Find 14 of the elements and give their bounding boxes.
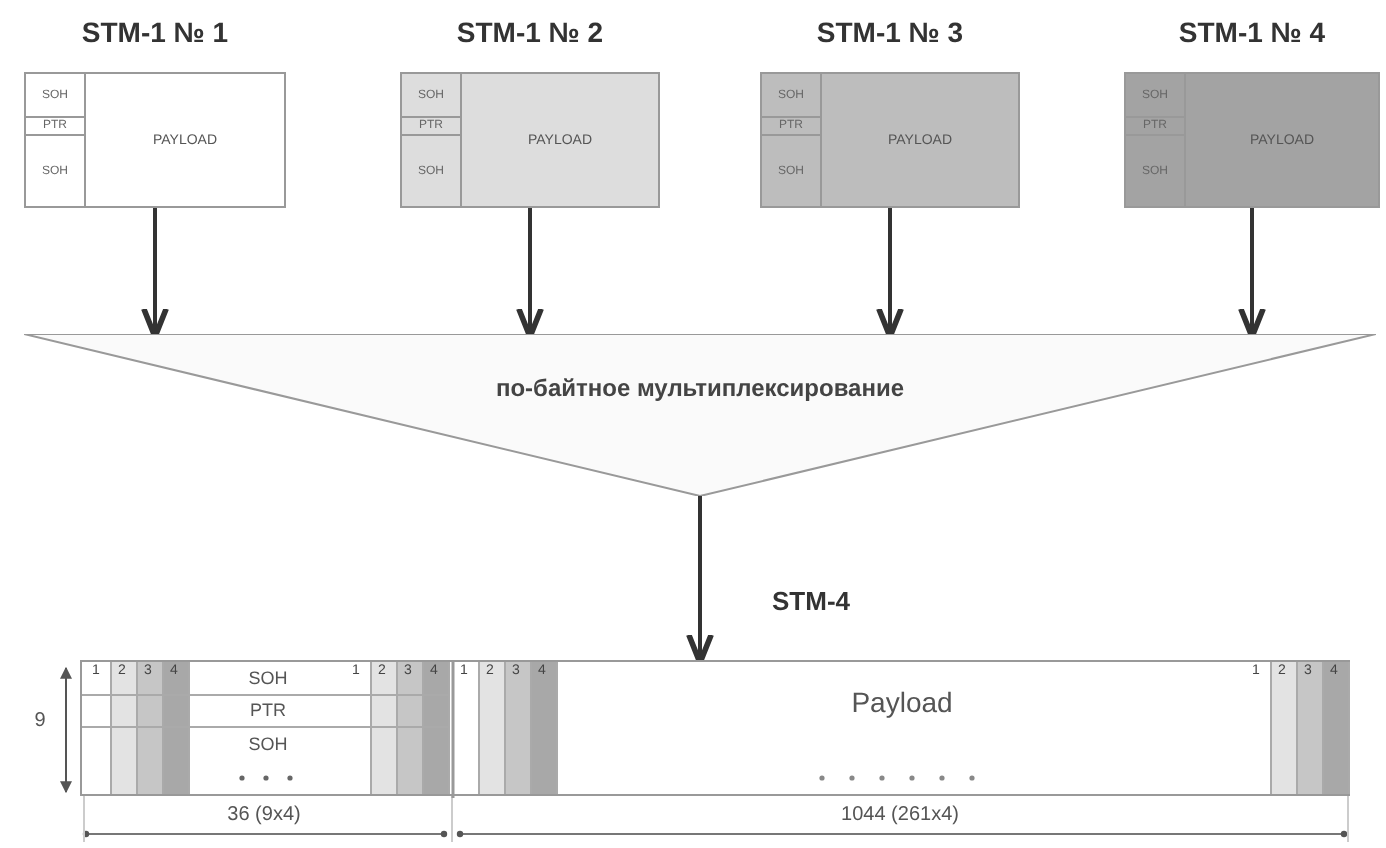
dimension-label: 9 bbox=[32, 710, 48, 732]
arrow bbox=[686, 496, 714, 666]
frame-title: STM-1 № 2 bbox=[454, 16, 606, 48]
process-label: по-байтное мультиплексирование bbox=[493, 374, 907, 402]
dimension-label: 36 (9x4) bbox=[225, 804, 303, 826]
pointer-label: PTR bbox=[248, 700, 288, 720]
payload-label: Payload bbox=[849, 686, 955, 718]
frame-title: STM-1 № 1 bbox=[79, 16, 231, 48]
overhead-label: SOH bbox=[246, 668, 290, 688]
dimension-label: 1044 (261x4) bbox=[839, 804, 961, 826]
overhead-label: SOH bbox=[246, 734, 290, 754]
frame-title: STM-4 bbox=[772, 586, 850, 616]
frame-title: STM-1 № 3 bbox=[814, 16, 966, 48]
frame-title: STM-1 № 4 bbox=[1176, 16, 1328, 48]
